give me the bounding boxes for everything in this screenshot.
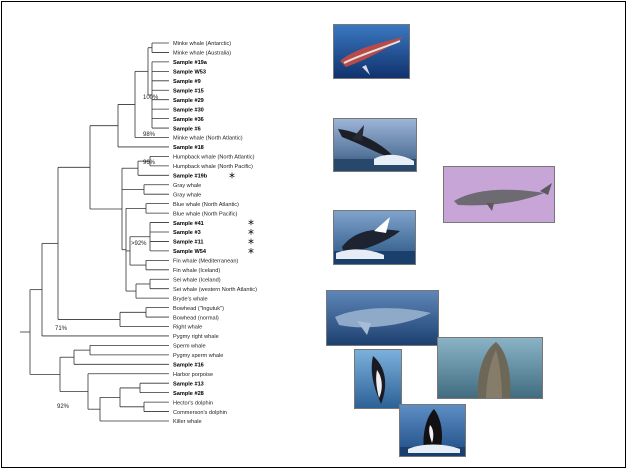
- leaf-label: Bowhead ("Ingutuk"): [173, 306, 224, 312]
- leaf-label: Pygmy sperm whale: [173, 353, 223, 359]
- leaf-label: Bryde's whale: [173, 296, 208, 302]
- leaf-label: Sample #28: [173, 391, 204, 397]
- minke-whale-photo: [333, 24, 410, 79]
- leaf-label: Sample #9: [173, 79, 201, 85]
- leaf-label: Sample #19a: [173, 60, 208, 66]
- leaf-label: Fin whale (Mediterranean): [173, 259, 238, 265]
- support-label-humpback: 96%: [143, 160, 156, 166]
- leaf-label: Killer whale: [173, 419, 202, 425]
- leaf-label: Minke whale (Antarctic): [173, 41, 231, 47]
- leaf-label: Sample #13: [173, 381, 204, 387]
- support-label-fin-samples: >92%: [131, 241, 147, 247]
- humpback-splash-photo: [333, 210, 416, 265]
- leaf-label: Commerson's dolphin: [173, 410, 227, 416]
- killer-whale-photo: [399, 404, 466, 457]
- leaf-label: Harbor porpoise: [173, 372, 213, 378]
- leaf-label: Sei whale (Iceland): [173, 277, 221, 283]
- leaf-label: Fin whale (Iceland): [173, 268, 220, 274]
- leaf-label: Sample #6: [173, 126, 201, 132]
- leaf-label: Humpback whale (North Atlantic): [173, 155, 255, 161]
- leaf-label: Bowhead (normal): [173, 315, 219, 321]
- leaf-label: Sample #15: [173, 88, 204, 94]
- star-marker: *: [248, 246, 254, 260]
- leaf-label: Gray whale: [173, 192, 201, 198]
- support-label-minke-clade: 100%: [143, 95, 159, 101]
- star-marker: *: [229, 170, 235, 184]
- leaf-label: Sperm whale: [173, 344, 206, 350]
- leaf-label: Sample W53: [173, 70, 206, 76]
- leaf-label: Blue whale (North Pacific): [173, 211, 237, 217]
- leaf-label: Gray whale: [173, 183, 201, 189]
- leaf-label: Sample #3: [173, 230, 201, 236]
- blue-whale-photo: [326, 290, 439, 346]
- leaf-label: Blue whale (North Atlantic): [173, 202, 239, 208]
- leaf-label: Sample #18: [173, 145, 204, 151]
- leaf-label: Sample #36: [173, 117, 204, 123]
- support-label-minke-outer: 98%: [143, 132, 156, 138]
- leaf-label: Pygmy right whale: [173, 334, 219, 340]
- leaf-label: Humpback whale (North Pacific): [173, 164, 253, 170]
- support-label-baleen: 71%: [55, 326, 68, 332]
- leaf-label: Sample #11: [173, 240, 203, 246]
- support-label-dolphins: 92%: [57, 404, 70, 410]
- leaf-label: Sample #30: [173, 107, 204, 113]
- leaf-label: Sample #19b: [173, 174, 208, 180]
- leaf-label: Sample #41: [173, 221, 204, 227]
- leaf-label: Minke whale (North Atlantic): [173, 136, 243, 142]
- leaf-label: Minke whale (Australia): [173, 51, 231, 57]
- sperm-whale-photo: [437, 337, 543, 399]
- leaf-label: Hector's dolphin: [173, 400, 213, 406]
- leaf-label: Right whale: [173, 325, 202, 331]
- gray-whale-photo: [443, 166, 555, 223]
- humpback-breach-photo: [333, 118, 417, 172]
- leaf-label: Sample W54: [173, 249, 207, 255]
- tree-leaf-labels: Minke whale (Antarctic) Minke whale (Aust…: [173, 41, 257, 425]
- leaf-label: Sei whale (western North Atlantic): [173, 287, 257, 293]
- dolphin-photo: [354, 349, 402, 409]
- leaf-label: Sample #16: [173, 363, 204, 369]
- leaf-label: Sample #29: [173, 98, 204, 104]
